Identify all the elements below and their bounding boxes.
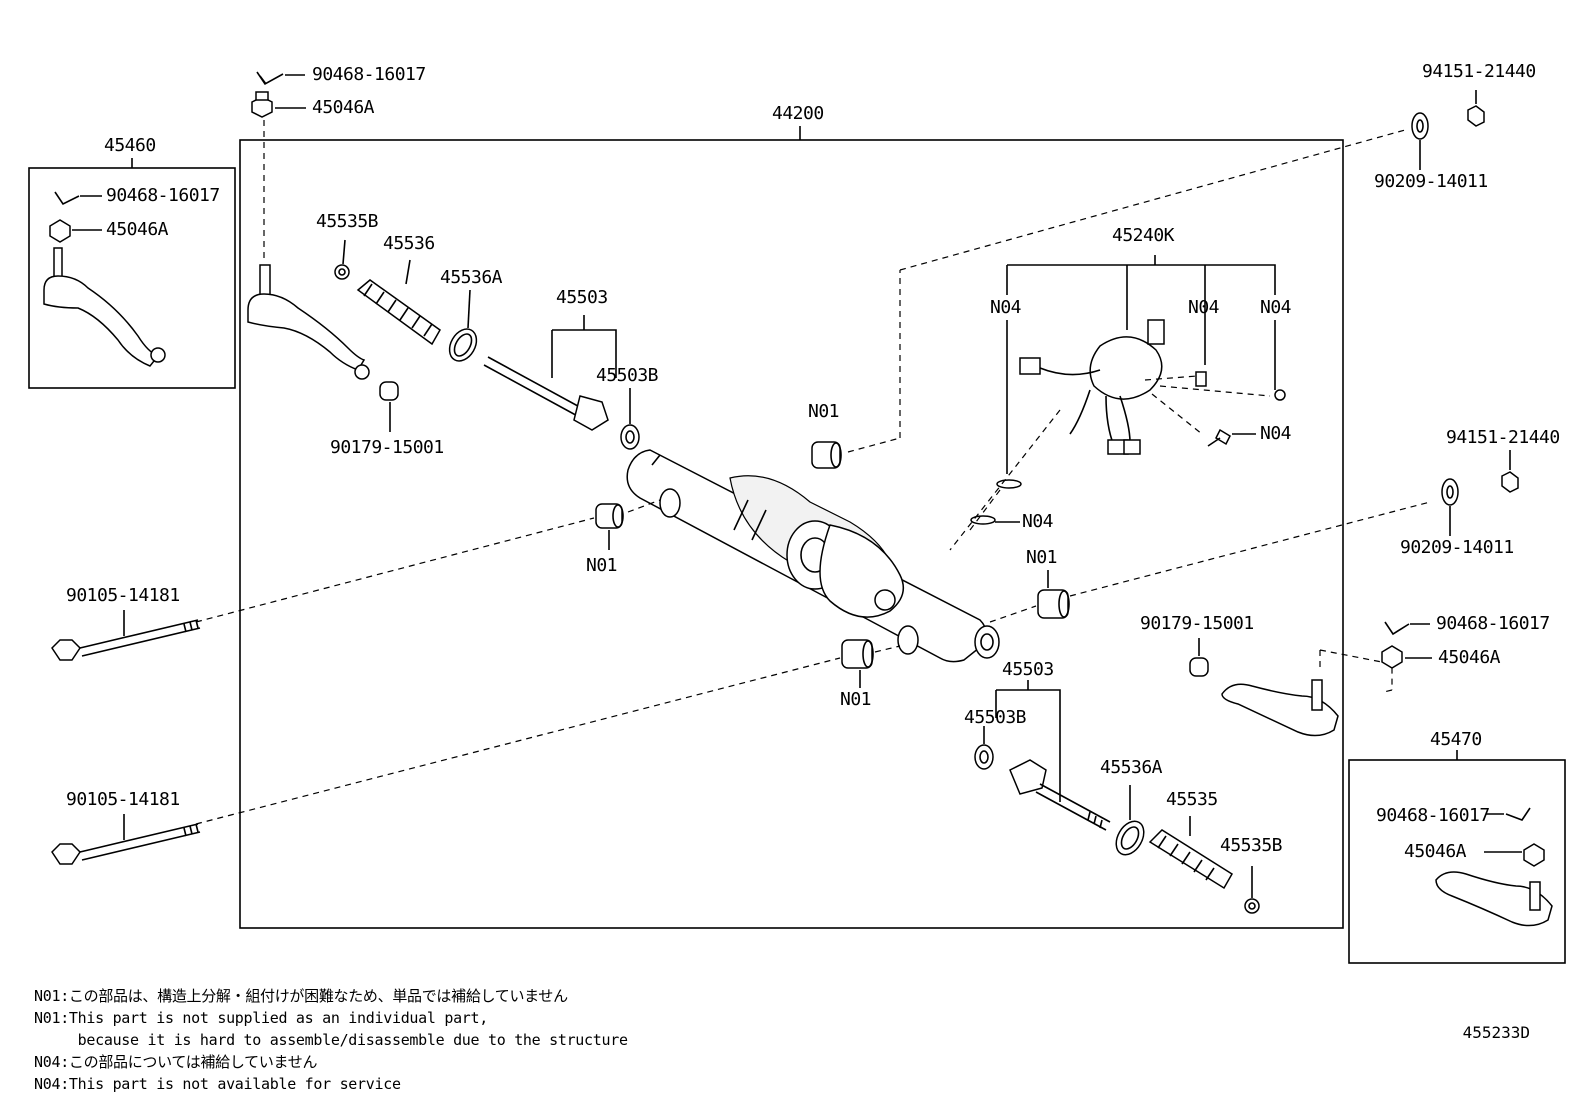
castle-nut-icon bbox=[251, 91, 273, 118]
tie-rod-end-right-inset-icon bbox=[1435, 871, 1553, 927]
castle-nut-right-icon bbox=[1381, 645, 1403, 669]
nut-upper-right-icon bbox=[1467, 105, 1485, 127]
label-n04-e: N04 bbox=[1022, 511, 1054, 532]
label-45470: 45470 bbox=[1430, 729, 1482, 750]
footnote-n01-en-2: because it is hard to assemble/disassemb… bbox=[34, 1031, 628, 1049]
footnote-n04-ja: N04:この部品については補給していません bbox=[34, 1053, 318, 1071]
tie-rod-end-left-inset-icon bbox=[43, 247, 166, 367]
label-94151-top: 94151-21440 bbox=[1422, 61, 1536, 82]
label-90179-left: 90179-15001 bbox=[330, 437, 444, 458]
label-45503b-right: 45503B bbox=[964, 707, 1027, 728]
label-45046a-top: 45046A bbox=[312, 97, 375, 118]
boot-clamp-right-icon bbox=[1115, 820, 1145, 856]
cotter-pin-icon bbox=[256, 71, 284, 86]
inner-tie-rod-right-icon bbox=[1009, 759, 1111, 831]
label-45536: 45536 bbox=[383, 233, 435, 254]
label-90468-top: 90468-16017 bbox=[312, 64, 426, 85]
label-90209-top: 90209-14011 bbox=[1374, 171, 1488, 192]
label-n01-lower: N01 bbox=[840, 689, 872, 710]
label-45503-left: 45503 bbox=[556, 287, 608, 308]
label-45535b-left: 45535B bbox=[316, 211, 379, 232]
bushing-right-icon bbox=[1189, 657, 1209, 677]
bolt-lower-icon bbox=[51, 823, 201, 865]
tie-rod-end-left-icon bbox=[247, 264, 370, 380]
label-45240k: 45240K bbox=[1112, 225, 1175, 246]
bushing-n01-left-icon bbox=[595, 503, 624, 529]
bushing-n01-upper-icon bbox=[811, 441, 842, 469]
tie-rod-end-right-icon bbox=[1221, 679, 1339, 737]
bracket-n04-icon bbox=[1195, 371, 1207, 387]
screw-n04-small-icon bbox=[1274, 389, 1286, 401]
assembly-frame-44200 bbox=[239, 139, 1344, 929]
label-n04-c: N04 bbox=[1260, 297, 1292, 318]
sensor-assembly-icon bbox=[1019, 319, 1165, 455]
o-ring-n04-lower-icon bbox=[970, 515, 996, 525]
label-45535b-right: 45535B bbox=[1220, 835, 1283, 856]
bolt-upper-icon bbox=[51, 619, 201, 661]
label-45046a-right: 45046A bbox=[1438, 647, 1501, 668]
boot-clip-left-icon bbox=[334, 264, 350, 280]
lock-washer-left-icon bbox=[620, 424, 640, 450]
label-90209-mid: 90209-14011 bbox=[1400, 537, 1514, 558]
castle-nut-right-inset-icon bbox=[1523, 843, 1545, 867]
label-90468-left: 90468-16017 bbox=[106, 185, 220, 206]
bushing-n01-right-icon bbox=[1037, 589, 1070, 619]
label-n04-a: N04 bbox=[990, 297, 1022, 318]
boot-clip-right-icon bbox=[1244, 898, 1260, 914]
rack-housing-icon bbox=[626, 449, 1000, 663]
label-90179-right: 90179-15001 bbox=[1140, 613, 1254, 634]
label-n04-b: N04 bbox=[1188, 297, 1220, 318]
label-90105-lower: 90105-14181 bbox=[66, 789, 180, 810]
inner-tie-rod-left-icon bbox=[483, 356, 609, 431]
label-n01-right: N01 bbox=[1026, 547, 1058, 568]
washer-upper-right-icon bbox=[1411, 112, 1429, 140]
bolt-n04-icon bbox=[1207, 428, 1231, 447]
o-ring-n04-upper-icon bbox=[996, 479, 1022, 489]
footnote-n01-en-1: N01:This part is not supplied as an indi… bbox=[34, 1009, 489, 1027]
label-90105-upper: 90105-14181 bbox=[66, 585, 180, 606]
label-45503-right: 45503 bbox=[1002, 659, 1054, 680]
nut-mid-right-icon bbox=[1501, 471, 1519, 493]
bushing-left-icon bbox=[379, 381, 399, 401]
footnote-n04-en: N04:This part is not available for servi… bbox=[34, 1075, 401, 1093]
label-n01-upper: N01 bbox=[808, 401, 840, 422]
label-94151-mid: 94151-21440 bbox=[1446, 427, 1560, 448]
rack-boot-left-icon bbox=[356, 279, 441, 346]
boot-clamp-left-icon bbox=[448, 328, 478, 362]
label-n01-left: N01 bbox=[586, 555, 618, 576]
diagram-id: 455233D bbox=[1462, 1023, 1530, 1042]
label-45503b-left: 45503B bbox=[596, 365, 659, 386]
footnote-n01-ja: N01:この部品は、構造上分解・組付けが困難なため、単品では補給していません bbox=[34, 987, 568, 1005]
label-44200: 44200 bbox=[772, 103, 824, 124]
label-45046a-right-inset: 45046A bbox=[1404, 841, 1467, 862]
rack-boot-right-icon bbox=[1148, 829, 1234, 890]
label-45536a-right: 45536A bbox=[1100, 757, 1163, 778]
bushing-n01-lower-icon bbox=[841, 639, 874, 669]
label-45460: 45460 bbox=[104, 135, 156, 156]
label-n04-d: N04 bbox=[1260, 423, 1292, 444]
lock-washer-right-icon bbox=[974, 744, 994, 770]
label-90468-right-inset: 90468-16017 bbox=[1376, 805, 1490, 826]
label-45535: 45535 bbox=[1166, 789, 1218, 810]
label-45536a-left: 45536A bbox=[440, 267, 503, 288]
label-90468-right: 90468-16017 bbox=[1436, 613, 1550, 634]
washer-mid-right-icon bbox=[1441, 478, 1459, 506]
label-45046a-left: 45046A bbox=[106, 219, 169, 240]
